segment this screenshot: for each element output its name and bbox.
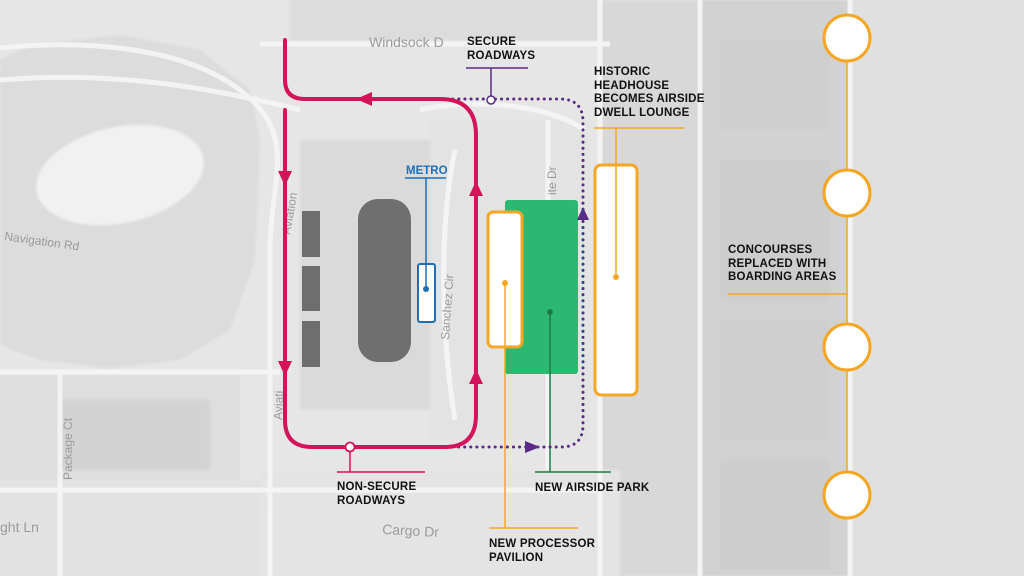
secure-arrow-right: [525, 441, 540, 453]
street-package: Package Ct: [61, 417, 75, 480]
historic-line3: BECOMES AIRSIDE: [594, 93, 705, 105]
metro-label: METRO: [406, 165, 448, 177]
non-secure-roadways-label: NON-SECURE ROADWAYS: [337, 481, 416, 508]
street-aviation-lower: Aviati: [271, 390, 286, 420]
parking-structures: [302, 211, 320, 367]
processor-dot: [502, 280, 508, 286]
street-sanchez: Sanchez Cir: [438, 274, 457, 340]
nonsecure-arrow-left: [356, 92, 372, 106]
historic-headhouse-label: HISTORIC HEADHOUSE BECOMES AIRSIDE DWELL…: [594, 66, 705, 120]
concourses-line2: REPLACED WITH: [728, 257, 827, 270]
historic-line1: HISTORIC: [594, 66, 651, 78]
airside-park-text: NEW AIRSIDE PARK: [535, 482, 650, 494]
nonsecure-roadway-marker: [344, 441, 356, 453]
street-service: ite Dr: [545, 166, 559, 195]
airside-park-dot: [547, 309, 553, 315]
secure-arrow-up: [577, 207, 589, 220]
boarding-area-1: [822, 13, 872, 63]
concourses-line3: BOARDING AREAS: [728, 271, 837, 283]
parking-block-2: [302, 266, 320, 311]
historic-line2: HEADHOUSE: [594, 79, 670, 92]
nonsecure-line2: ROADWAYS: [337, 494, 406, 507]
airside-park-label: NEW AIRSIDE PARK: [535, 482, 649, 496]
boarding-area-3: [822, 322, 872, 372]
secure-roadway-path: [408, 97, 585, 449]
secure-roadways-line1: SECURE: [467, 36, 517, 48]
concourses-line1: CONCOURSES: [728, 244, 813, 256]
concourses-label: CONCOURSES REPLACED WITH BOARDING AREAS: [728, 244, 836, 285]
street-windsock: Windsock D: [369, 34, 444, 50]
nonsecure-arrow-up-2: [469, 369, 483, 384]
secure-roadways-line2: ROADWAYS: [467, 49, 536, 62]
nonsecure-arrow-down-2: [278, 361, 292, 376]
nonsecure-arrow-up-1: [469, 181, 483, 196]
secure-roadways-label: SECURE ROADWAYS: [467, 36, 535, 63]
parking-block-1: [302, 211, 320, 257]
non-secure-roadway-path: [283, 38, 478, 449]
secure-roadway-marker: [486, 95, 496, 105]
parking-block-3: [302, 321, 320, 367]
headhouse-dot: [613, 274, 619, 280]
processor-pavilion-label: NEW PROCESSOR PAVILION: [489, 538, 595, 565]
processor-line1: NEW PROCESSOR: [489, 538, 596, 550]
terminal-garage: [358, 199, 411, 362]
metro-dot: [423, 286, 429, 292]
street-cargo: Cargo Dr: [382, 521, 440, 540]
street-flight: ght Ln: [0, 519, 39, 535]
historic-line4: DWELL LOUNGE: [594, 106, 690, 119]
boarding-area-4: [822, 470, 872, 520]
nonsecure-line1: NON-SECURE: [337, 481, 417, 493]
processor-line2: PAVILION: [489, 551, 544, 564]
nonsecure-arrow-down-1: [278, 171, 292, 186]
boarding-area-2: [822, 168, 872, 218]
